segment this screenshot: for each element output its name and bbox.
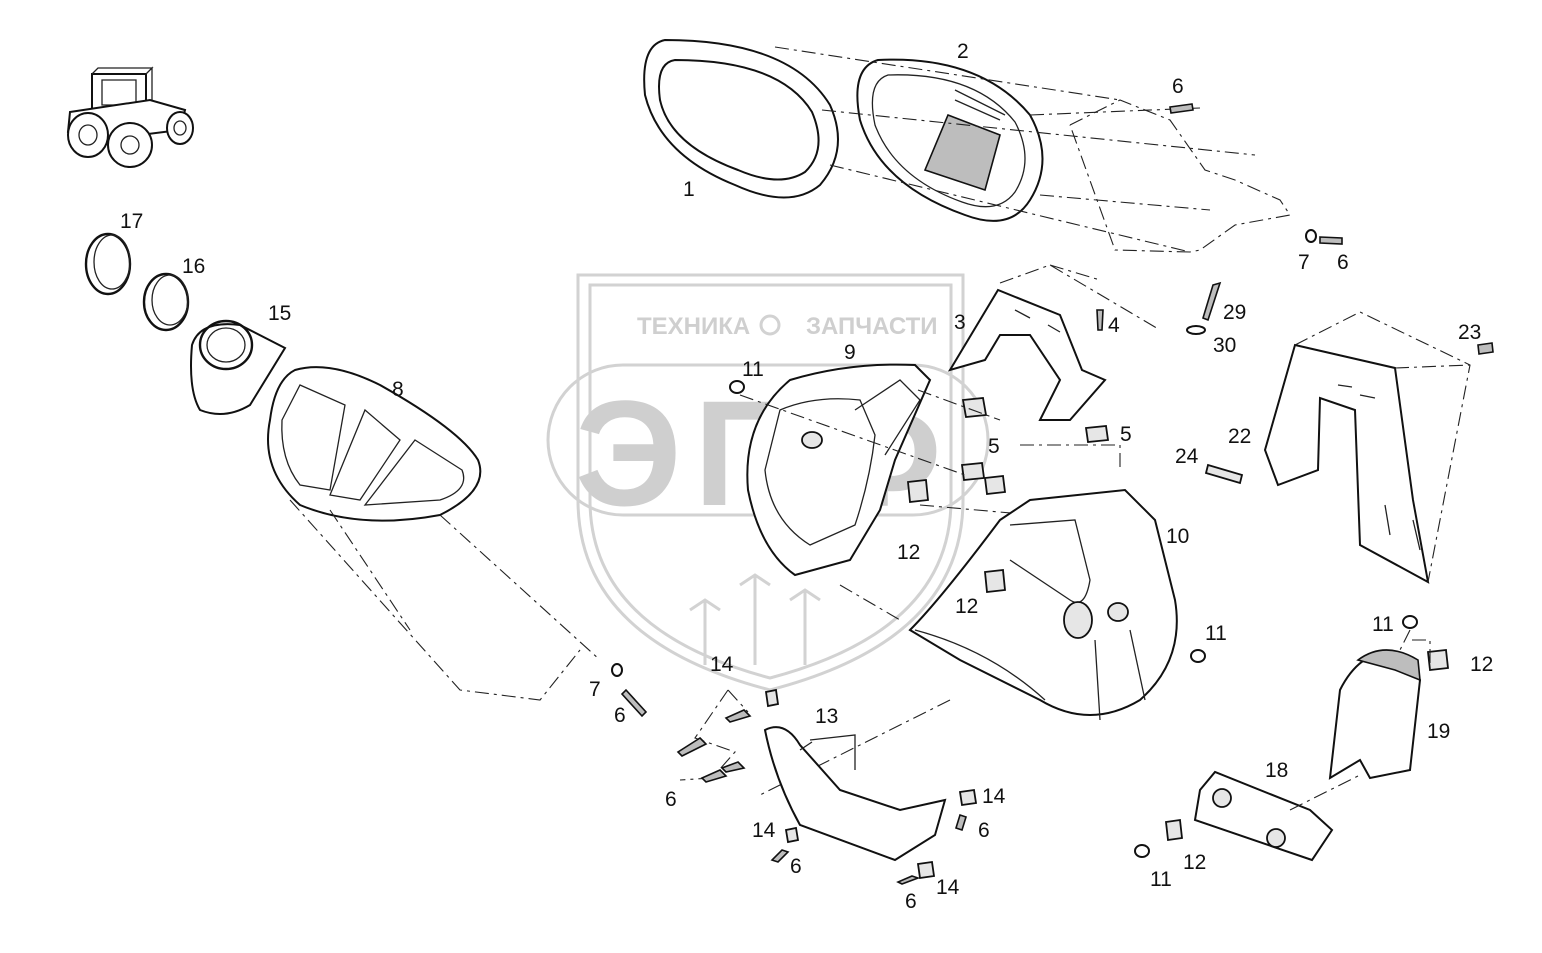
part-8-tray xyxy=(267,366,482,522)
callout-2: 2 xyxy=(957,40,969,63)
clip-12-b xyxy=(984,569,1006,593)
watermark-text-right: ЗАПЧАСТИ xyxy=(806,313,938,340)
screw-11-d xyxy=(1134,844,1150,858)
part-3-bracket xyxy=(947,288,1107,421)
clip-14-c xyxy=(784,826,800,844)
callout-11: 11 xyxy=(742,358,764,381)
callout-14: 14 xyxy=(710,653,734,676)
part-1-bezel xyxy=(643,38,839,199)
screw-6-bottom-a xyxy=(770,849,790,863)
clip-12-d xyxy=(1165,818,1183,842)
callout-6: 6 xyxy=(1337,251,1349,274)
screws-6-left-group xyxy=(676,709,752,783)
clip-14-d xyxy=(916,860,936,880)
screw-23 xyxy=(1477,342,1494,355)
clip-5-c xyxy=(960,462,1007,495)
gear-icon xyxy=(759,314,781,336)
callout-22: 22 xyxy=(1228,425,1251,448)
callout-14: 14 xyxy=(982,785,1006,808)
callout-7: 7 xyxy=(589,678,601,701)
callout-14: 14 xyxy=(752,819,776,842)
tractor-icon xyxy=(66,66,194,168)
callout-14: 14 xyxy=(936,876,960,899)
clip-12-c xyxy=(1427,649,1449,671)
callout-9: 9 xyxy=(844,341,856,364)
clip-14-a xyxy=(764,688,780,708)
screw-6-top xyxy=(1169,103,1194,114)
part-15-holder xyxy=(190,319,287,415)
washer-30 xyxy=(1186,325,1206,335)
part-24-strip xyxy=(1204,463,1244,485)
wheat-icon xyxy=(689,573,821,665)
screw-6-bottom-c xyxy=(955,813,967,832)
callout-8: 8 xyxy=(392,378,404,401)
screw-11-a xyxy=(729,380,745,394)
callout-18: 18 xyxy=(1265,759,1288,782)
callout-1: 1 xyxy=(683,178,695,201)
callout-5: 5 xyxy=(988,435,1000,458)
callout-7: 7 xyxy=(1298,251,1310,274)
washer-7-right xyxy=(1305,229,1317,243)
callout-4: 4 xyxy=(1108,314,1120,337)
part-18-cover xyxy=(1193,770,1334,862)
clip-12-a xyxy=(907,479,929,503)
clip-14-b xyxy=(958,788,978,807)
clip-5-b xyxy=(1084,425,1110,443)
part-19-cap xyxy=(1328,649,1422,780)
callout-12: 12 xyxy=(1470,653,1493,676)
screw-6-left xyxy=(620,688,648,718)
part-17-ring xyxy=(84,232,132,296)
part-9-cover xyxy=(746,363,932,577)
callout-6: 6 xyxy=(790,855,802,878)
callout-6: 6 xyxy=(614,704,626,727)
callout-15: 15 xyxy=(268,302,291,325)
screw-11-c xyxy=(1402,615,1418,629)
callout-24: 24 xyxy=(1175,445,1199,468)
screw-6-right xyxy=(1319,236,1343,245)
callout-10: 10 xyxy=(1166,525,1189,548)
callout-23: 23 xyxy=(1458,321,1481,344)
callout-30: 30 xyxy=(1213,334,1236,357)
callout-6: 6 xyxy=(1172,75,1184,98)
callout-12: 12 xyxy=(1183,851,1206,874)
watermark-text-left: ТЕХНИКА xyxy=(637,313,750,340)
callout-6: 6 xyxy=(665,788,677,811)
callout-6: 6 xyxy=(905,890,917,913)
callout-17: 17 xyxy=(120,210,143,233)
callout-labels: 1 2 3 4 5 5 6 6 6 6 6 6 6 7 7 8 9 10 11 … xyxy=(120,40,1493,913)
washer-7-left xyxy=(611,663,623,677)
screw-29 xyxy=(1202,281,1222,322)
callout-13: 13 xyxy=(815,705,838,728)
callout-11: 11 xyxy=(1150,868,1172,891)
callout-5: 5 xyxy=(1120,423,1132,446)
callout-3: 3 xyxy=(954,311,966,334)
callout-11: 11 xyxy=(1372,613,1394,636)
screw-6-bottom-b xyxy=(896,875,921,885)
callout-29: 29 xyxy=(1223,301,1246,324)
clip-5-a xyxy=(961,397,988,418)
part-22-panel xyxy=(1263,343,1430,584)
part-13-lower-cover xyxy=(763,726,947,862)
callout-6: 6 xyxy=(978,819,990,842)
callout-19: 19 xyxy=(1427,720,1450,743)
part-10-shroud xyxy=(908,488,1178,721)
callout-12: 12 xyxy=(897,541,920,564)
callout-16: 16 xyxy=(182,255,205,278)
part-2-housing xyxy=(856,58,1044,222)
callout-11: 11 xyxy=(1205,622,1227,645)
part-16-ring xyxy=(142,272,190,332)
screw-11-b xyxy=(1190,649,1206,663)
callout-12: 12 xyxy=(955,595,978,618)
screw-4 xyxy=(1096,309,1104,331)
